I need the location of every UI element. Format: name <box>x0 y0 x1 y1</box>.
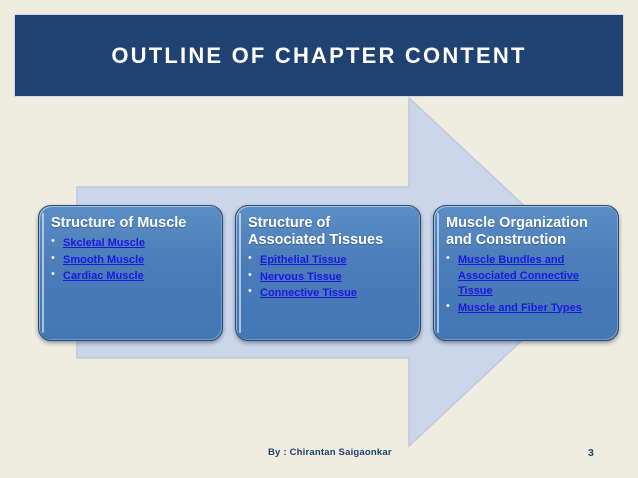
list-item[interactable]: Nervous Tissue <box>247 268 410 285</box>
link-label[interactable]: Epithelial Tissue <box>260 254 347 266</box>
list-item[interactable]: Epithelial Tissue <box>247 251 410 268</box>
link-label[interactable]: Smooth Muscle <box>63 253 145 266</box>
list-item[interactable]: Muscle Bundles and Associated Connective… <box>445 251 608 299</box>
list-item[interactable]: Connective Tissue <box>247 284 410 301</box>
footer-author: By : Chirantan Saigaonkar <box>268 447 392 458</box>
link-label[interactable]: Muscle and Fiber Types <box>458 301 582 314</box>
process-box-structure-of-associated-tissues[interactable]: Structure of Associated Tissues Epitheli… <box>235 205 421 341</box>
list-item[interactable]: Muscle and Fiber Types <box>445 299 608 316</box>
link-label[interactable]: Muscle Bundles and Associated Connective… <box>458 254 580 297</box>
link-label[interactable]: Nervous Tissue <box>260 270 342 283</box>
list-item[interactable]: Skcletal Muscle <box>50 234 212 251</box>
slide-title-banner: OUTLINE OF CHAPTER CONTENT <box>14 14 624 97</box>
process-box-link-list: Skcletal Muscle Smooth Muscle Cardiac Mu… <box>50 234 212 284</box>
page-title: OUTLINE OF CHAPTER CONTENT <box>111 42 527 68</box>
link-label[interactable]: Cardiac Muscle <box>63 270 144 282</box>
process-box-structure-of-muscle[interactable]: Structure of Muscle Skcletal Muscle Smoo… <box>38 205 223 341</box>
process-box-link-list: Epithelial Tissue Nervous Tissue Connect… <box>247 251 410 301</box>
list-item[interactable]: Smooth Muscle <box>50 251 212 268</box>
process-box-muscle-organization-and-construction[interactable]: Muscle Organization and Construction Mus… <box>433 205 619 341</box>
link-label[interactable]: Connective Tissue <box>260 287 357 299</box>
process-box-title: Structure of Muscle <box>51 215 187 231</box>
link-label[interactable]: Skcletal Muscle <box>63 237 145 249</box>
process-box-link-list: Muscle Bundles and Associated Connective… <box>445 251 608 316</box>
process-box-title: Structure of Associated Tissues <box>248 215 384 248</box>
process-box-title: Muscle Organization and Construction <box>446 215 588 248</box>
list-item[interactable]: Cardiac Muscle <box>50 267 212 284</box>
footer-page-number: 3 <box>588 447 594 459</box>
